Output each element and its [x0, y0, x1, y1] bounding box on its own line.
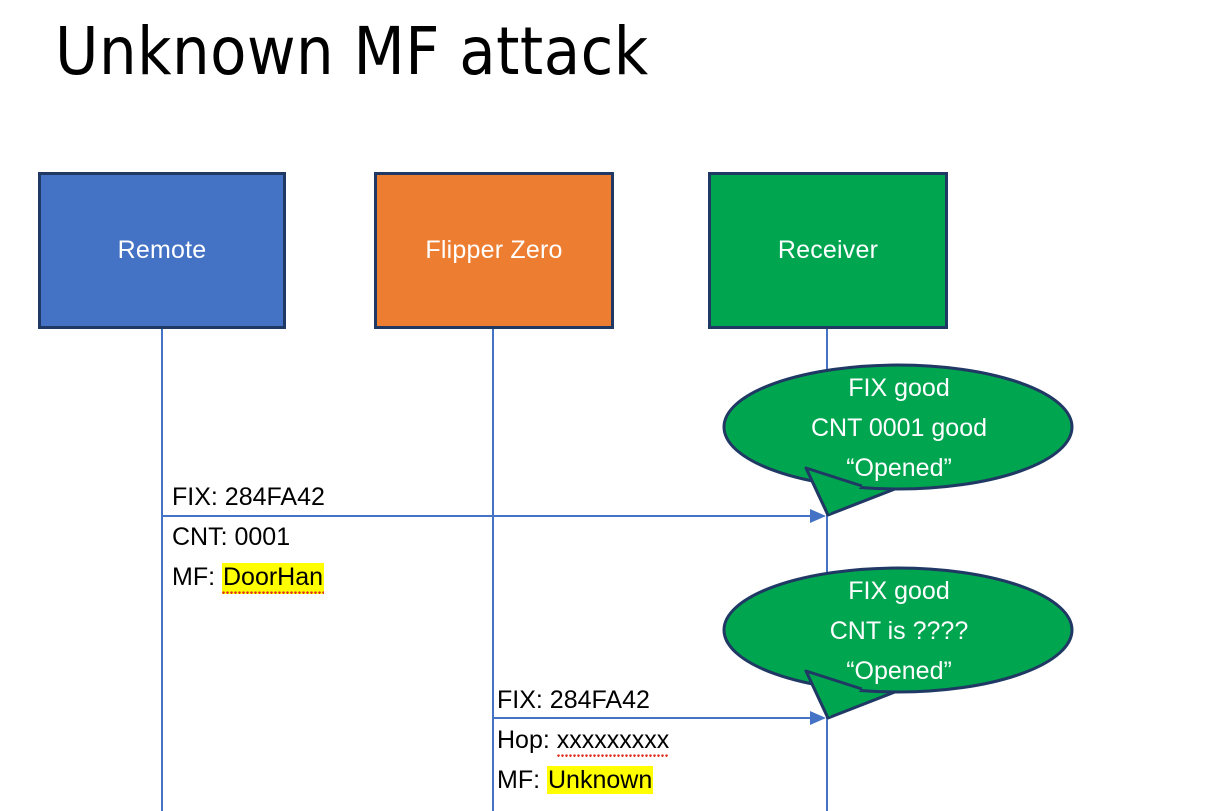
actor-box-receiver[interactable]: Receiver: [708, 172, 948, 329]
speech-bubble-receiver-response-1: [722, 363, 1074, 517]
message-arrow-remote-to-receiver: [162, 509, 826, 523]
speech-bubble-receiver-response-2: [722, 566, 1074, 720]
message-1-line-1-prefix: FIX:: [172, 483, 225, 511]
message-1-line-2-value: 0001: [234, 523, 291, 551]
message-label-flipper-to-receiver: FIX: 284FA42 Hop: xxxxxxxxx MF: Unknown: [497, 680, 670, 800]
message-1-line-1: FIX: 284FA42: [172, 477, 325, 517]
message-1-line-3: MF: DoorHan: [172, 557, 325, 597]
message-1-line-2: CNT: 0001: [172, 517, 325, 557]
message-2-line-1-prefix: FIX:: [497, 686, 550, 714]
message-2-line-2-value: xxxxxxxxx: [556, 726, 670, 757]
message-1-line-2-prefix: CNT:: [172, 523, 235, 551]
message-2-line-2-prefix: Hop:: [497, 726, 557, 754]
message-arrow-flipper-to-receiver: [493, 711, 826, 725]
actor-label-flipper-zero: Flipper Zero: [425, 236, 563, 264]
message-1-line-3-prefix: MF:: [172, 563, 222, 591]
message-2-line-3: MF: Unknown: [497, 760, 669, 800]
actor-box-remote[interactable]: Remote: [38, 172, 286, 329]
actor-label-receiver: Receiver: [777, 236, 879, 264]
message-label-remote-to-receiver: FIX: 284FA42 CNT: 0001 MF: DoorHan: [172, 477, 325, 597]
message-2-line-1-value: 284FA42: [549, 686, 650, 714]
page-title: Unknown MF attack: [55, 13, 649, 90]
message-1-line-1-value: 284FA42: [224, 483, 325, 511]
actor-label-remote: Remote: [117, 236, 207, 264]
actor-box-flipper-zero[interactable]: Flipper Zero: [374, 172, 614, 329]
message-2-line-2: Hop: xxxxxxxxx: [497, 720, 670, 760]
message-1-line-3-value: DoorHan: [222, 563, 325, 594]
message-2-line-3-prefix: MF:: [497, 766, 547, 794]
message-2-line-1: FIX: 284FA42: [497, 680, 669, 720]
message-2-line-3-value: Unknown: [547, 766, 654, 794]
